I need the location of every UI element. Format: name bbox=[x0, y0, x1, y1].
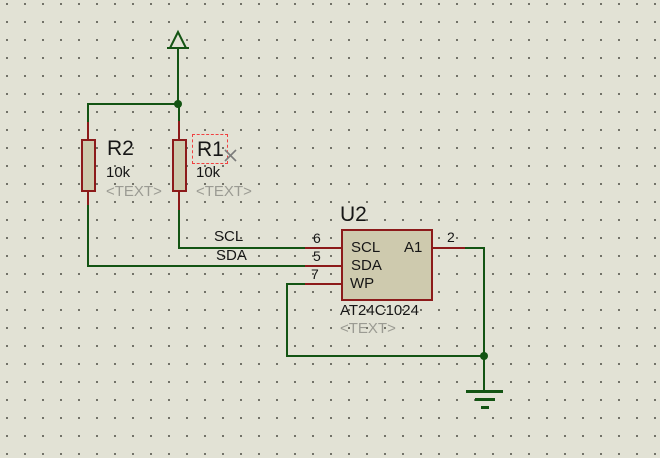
wire-wp-horizontal[interactable] bbox=[286, 283, 307, 285]
u2-pin-name-a1: A1 bbox=[404, 239, 423, 256]
wire-a1-vertical[interactable] bbox=[483, 247, 485, 357]
ground-bar-bottom bbox=[481, 406, 489, 409]
u2-pin2-stub[interactable] bbox=[430, 247, 467, 249]
u2-pin5-stub[interactable] bbox=[305, 265, 342, 267]
u2-ref-label: U2 bbox=[340, 203, 367, 226]
r2-ref-label: R2 bbox=[107, 137, 134, 160]
wire-sda[interactable] bbox=[87, 265, 307, 267]
ground-bar-top bbox=[466, 390, 503, 393]
ground-lead[interactable] bbox=[483, 356, 485, 391]
u2-text-placeholder: <TEXT> bbox=[340, 320, 396, 337]
u2-pin-name-sda: SDA bbox=[351, 257, 382, 274]
r1-text-placeholder: <TEXT> bbox=[196, 183, 252, 200]
net-label-sda: SDA bbox=[216, 247, 247, 264]
wire-r2-bottom[interactable] bbox=[87, 205, 89, 267]
wire-r1-bottom[interactable] bbox=[178, 210, 180, 249]
ground-bar-middle bbox=[475, 398, 495, 401]
power-arrow-icon[interactable] bbox=[166, 29, 190, 51]
r2-value-label: 10k bbox=[106, 164, 131, 181]
u2-pin-name-scl: SCL bbox=[351, 239, 381, 256]
wire-wp-vertical[interactable] bbox=[286, 283, 288, 356]
r1-ref-label: R1 bbox=[197, 138, 224, 161]
wire-vcc-vertical[interactable] bbox=[177, 49, 179, 105]
u2-part-label: AT24C1024 bbox=[340, 302, 419, 319]
u2-pin-number-6: 6 bbox=[313, 230, 321, 246]
resistor-r2-body[interactable] bbox=[81, 139, 96, 192]
wire-vcc-horizontal[interactable] bbox=[87, 103, 180, 105]
wire-r1-top[interactable] bbox=[178, 103, 180, 122]
u2-pin-number-7: 7 bbox=[311, 266, 319, 282]
u2-pin6-stub[interactable] bbox=[305, 247, 342, 249]
wire-a1-horizontal[interactable] bbox=[465, 247, 485, 249]
wire-bottom[interactable] bbox=[286, 355, 485, 357]
r1-pin-bottom[interactable] bbox=[178, 191, 180, 211]
u2-pin-name-wp: WP bbox=[350, 275, 375, 292]
wire-r2-top[interactable] bbox=[87, 103, 89, 123]
r1-pin-top[interactable] bbox=[178, 121, 180, 140]
u2-pin7-stub[interactable] bbox=[305, 283, 342, 285]
resistor-r1-body[interactable] bbox=[172, 139, 187, 192]
r1-value-label: 10k bbox=[196, 164, 221, 181]
wire-scl[interactable] bbox=[178, 247, 307, 249]
r2-pin-top[interactable] bbox=[87, 122, 89, 140]
net-label-scl: SCL bbox=[214, 228, 244, 245]
u2-pin-number-2: 2 bbox=[447, 229, 455, 245]
r2-text-placeholder: <TEXT> bbox=[106, 183, 162, 200]
u2-pin-number-5: 5 bbox=[313, 248, 321, 264]
ic-u2-body[interactable] bbox=[341, 229, 433, 301]
cursor-cross-icon bbox=[224, 149, 237, 162]
r2-pin-bottom[interactable] bbox=[87, 191, 89, 206]
r1-selection-box bbox=[192, 134, 228, 164]
